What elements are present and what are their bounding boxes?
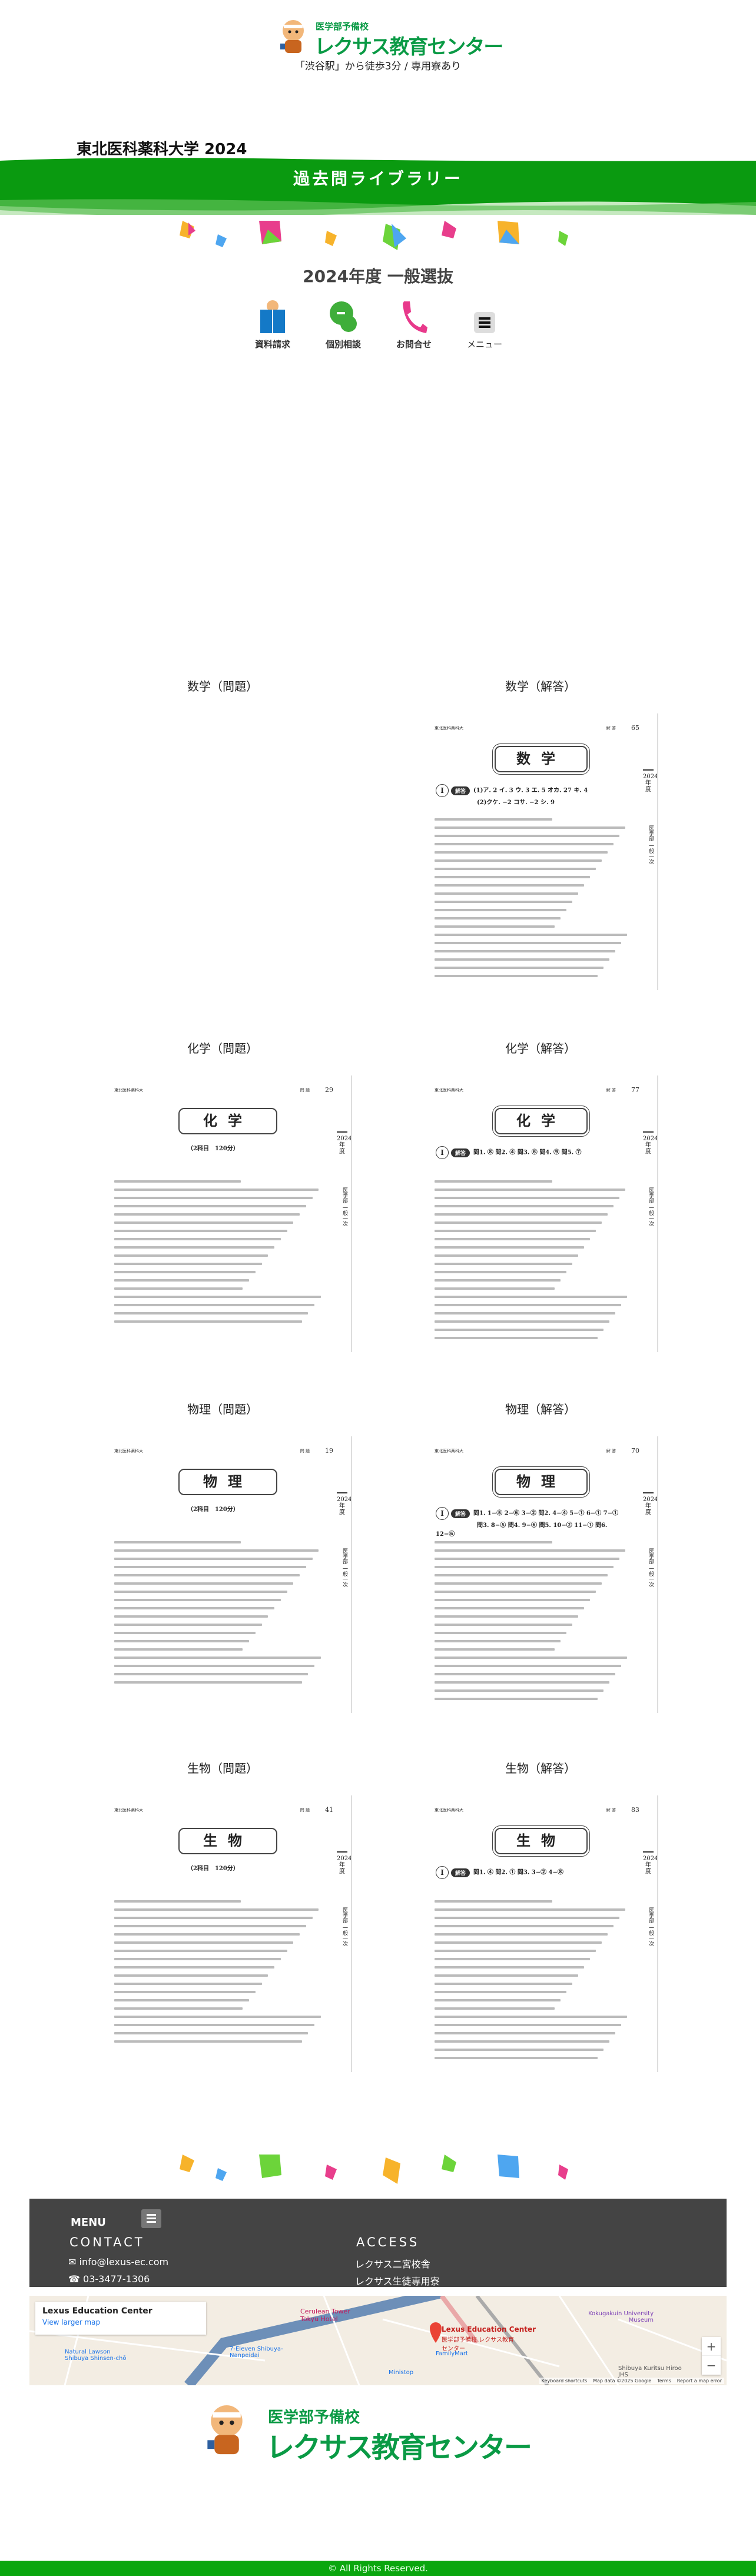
- menu-button[interactable]: メニュー: [461, 311, 508, 350]
- subject-problem-label: 生物（問題）: [187, 1761, 258, 1775]
- subject-problem-label: 数学（問題）: [187, 679, 258, 693]
- page-number: 65: [631, 724, 639, 732]
- subject-title-box: 化学: [492, 1106, 590, 1137]
- mascot-icon: [207, 2405, 243, 2455]
- page-body-text: [114, 1180, 325, 1329]
- chat-icon: [330, 301, 357, 332]
- map-attribution: Keyboard shortcuts Map data ©2025 Google…: [539, 2378, 724, 2384]
- page-number: 41: [325, 1806, 333, 1814]
- subject-answer-label: 化学（解答）: [505, 1041, 576, 1055]
- green-wave-banner: [0, 158, 756, 215]
- access-heading: ACCESS: [356, 2235, 420, 2249]
- page-body-text: [114, 1541, 325, 1689]
- site-logo[interactable]: 医学部予備校 レクサス教育センター: [277, 18, 503, 59]
- subject-answer-label: 数学（解答）: [505, 679, 576, 693]
- google-map[interactable]: Lexus Education Center 医学部予備校 レクサス教育センター…: [29, 2296, 727, 2385]
- page-number: 19: [325, 1447, 333, 1455]
- footer-logo[interactable]: 医学部予備校 レクサス教育センター: [200, 2402, 553, 2464]
- map-place-name: Lexus Education Center: [42, 2306, 152, 2316]
- map-pin-icon: [430, 2322, 442, 2343]
- book-icon: [260, 300, 285, 333]
- copyright: © All Rights Reserved.: [0, 2561, 756, 2576]
- subject-title-box: 生物: [178, 1828, 277, 1854]
- access-link-dorm[interactable]: レクサス生徒専用寮: [355, 2276, 440, 2287]
- problem-page-image[interactable]: 東北医科薬科大 問 題 29 化学 2024年度 医学部 一般一次（2科目 12…: [105, 1075, 352, 1352]
- subject-title-box: 物理: [492, 1466, 590, 1498]
- decoration-gems-bottom: [180, 2155, 568, 2184]
- page-number: 70: [631, 1447, 639, 1455]
- view-larger-map-link[interactable]: View larger map: [42, 2318, 101, 2326]
- page-number: 29: [325, 1086, 333, 1094]
- keyboard-shortcuts-link[interactable]: Keyboard shortcuts: [541, 2378, 588, 2384]
- decoration-gems: [180, 221, 568, 250]
- phone-icon: [403, 301, 427, 333]
- problem-page-image[interactable]: 東北医科薬科大 問 題 41 生物 2024年度 医学部 一般一次（2科目 12…: [105, 1795, 352, 2072]
- nav-request-materials[interactable]: 資料請求: [249, 299, 296, 350]
- exam-title: 2024年度 一般選抜: [303, 267, 453, 286]
- subject-title-box: 数学: [492, 743, 590, 775]
- subject-problem-label: 物理（問題）: [187, 1402, 258, 1416]
- subject-title-box: 生物: [492, 1825, 590, 1857]
- mascot-icon: [280, 20, 304, 53]
- subject-answer-label: 物理（解答）: [505, 1402, 576, 1416]
- page-body-text: [435, 818, 631, 983]
- hamburger-icon: [147, 2214, 156, 2223]
- subject-title-box: 物理: [178, 1469, 277, 1495]
- email-link[interactable]: ✉ info@lexus-ec.com: [68, 2256, 169, 2268]
- page-body-text: [435, 1180, 631, 1345]
- page-title: 東北医科薬科大学 2024: [77, 141, 247, 158]
- terms-link[interactable]: Terms: [657, 2378, 671, 2384]
- banner-title: 過去問ライブラリー: [293, 169, 463, 188]
- subject-title-box: 化学: [178, 1108, 277, 1134]
- phone-link[interactable]: ☎ 03-3477-1306: [68, 2273, 150, 2285]
- contact-heading: CONTACT: [69, 2235, 145, 2249]
- page-number: 83: [631, 1806, 639, 1814]
- map-zoom-in-button[interactable]: +: [702, 2337, 721, 2356]
- tagline: 「渋谷駅」から徒歩3分 / 専用寮あり: [294, 61, 462, 72]
- map-tiles: [29, 2296, 727, 2385]
- footer-menu-button[interactable]: [141, 2209, 161, 2228]
- footer-menu: MENU CONTACT ✉ info@lexus-ec.com ☎ 03-34…: [29, 2199, 727, 2287]
- report-error-link[interactable]: Report a map error: [677, 2378, 722, 2384]
- hamburger-icon: [474, 312, 495, 333]
- page-body-text: [435, 1900, 631, 2065]
- access-link-campus[interactable]: レクサス二宮校舎: [355, 2259, 430, 2270]
- subject-answer-label: 生物（解答）: [505, 1761, 576, 1775]
- page-body-text: [114, 1900, 325, 2049]
- gem-icon: [180, 221, 195, 238]
- nav-consultation[interactable]: 個別相談: [320, 299, 367, 350]
- menu-label: MENU: [71, 2216, 106, 2229]
- nav-contact[interactable]: お問合せ: [390, 299, 437, 350]
- page-body-text: [435, 1541, 631, 1706]
- map-info-card: Lexus Education Center View larger map: [35, 2302, 206, 2335]
- problem-page-image[interactable]: 東北医科薬科大 問 題 19 物理 2024年度 医学部 一般一次（2科目 12…: [105, 1436, 352, 1713]
- subject-problem-label: 化学（問題）: [187, 1041, 258, 1055]
- page-number: 77: [631, 1086, 639, 1094]
- map-zoom-out-button[interactable]: −: [706, 2358, 717, 2372]
